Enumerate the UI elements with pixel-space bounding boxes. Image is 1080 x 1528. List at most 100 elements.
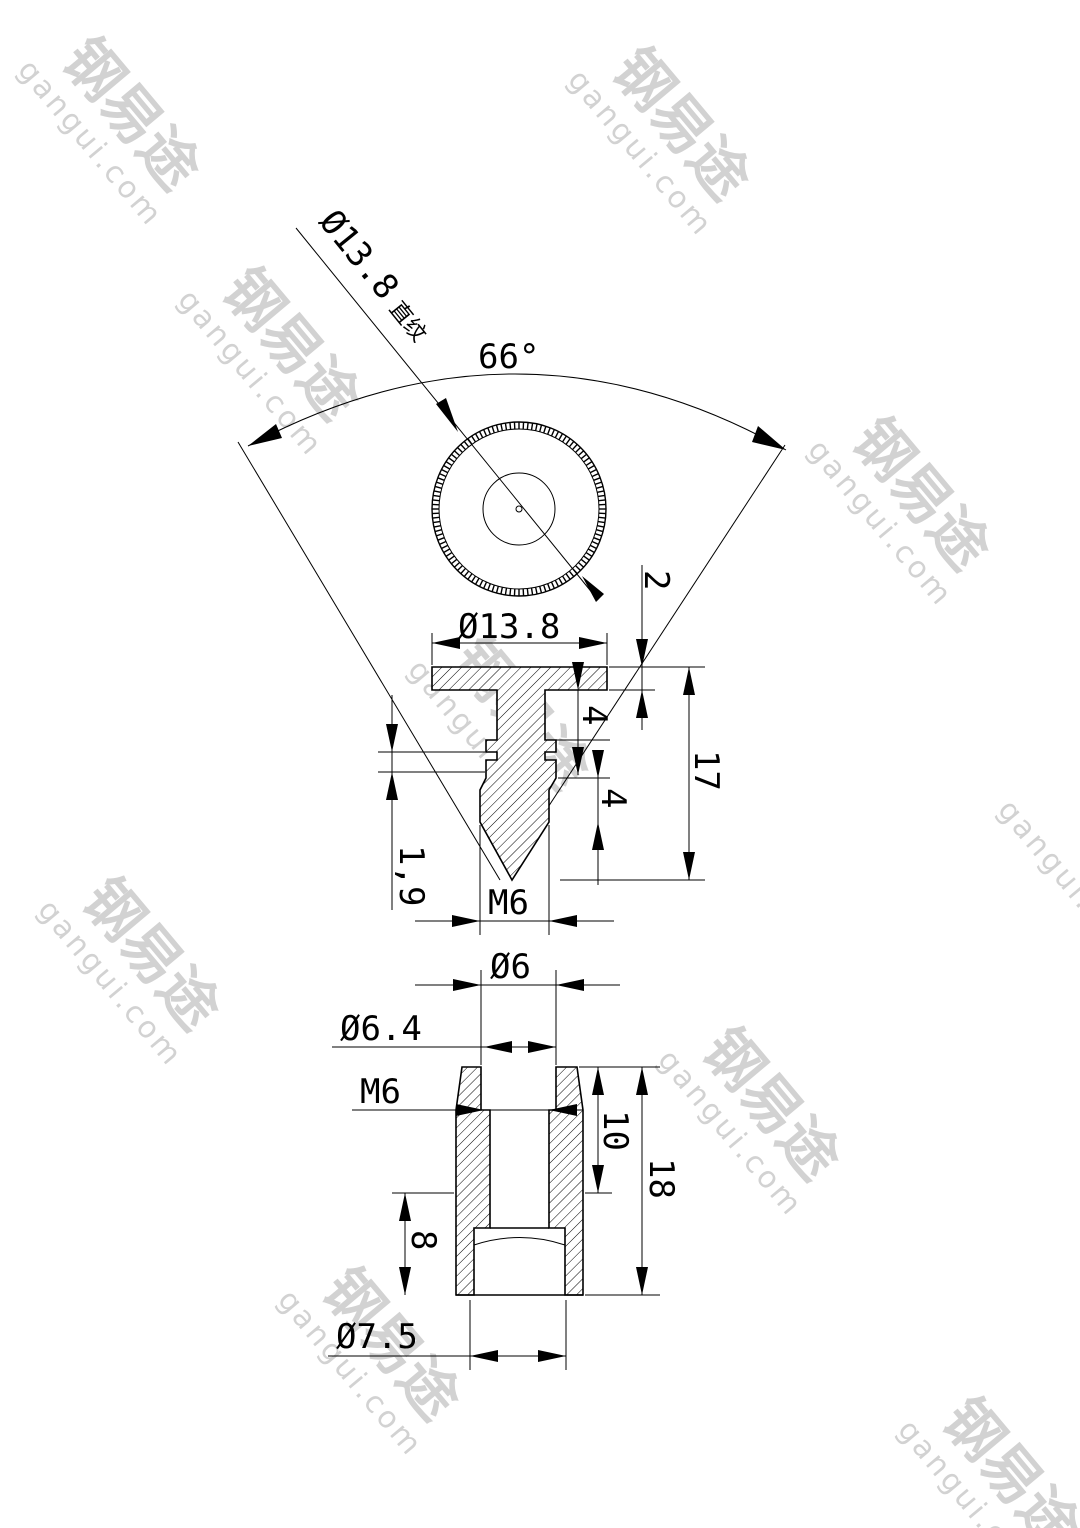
knurl-tooth (474, 433, 480, 441)
arrowhead (386, 724, 398, 752)
knurl-tooth (583, 457, 590, 463)
knurl-tooth (526, 588, 529, 596)
knurl-tooth (587, 464, 595, 470)
counterbore-depth-label: 8 (403, 1230, 443, 1250)
arrowhead (528, 1041, 556, 1053)
knurl-tooth (432, 516, 440, 519)
knurl-tooth (456, 446, 463, 453)
knurl-tooth (491, 426, 495, 434)
knurl-tooth (539, 424, 543, 432)
knurl-tooth (453, 562, 461, 568)
knurl-tooth (554, 431, 560, 439)
knurl-tooth (593, 477, 601, 481)
knurl-tooth (561, 575, 567, 583)
knurl-tooth (565, 438, 571, 445)
angle-label: 66° (478, 337, 539, 377)
arrowhead (636, 1067, 648, 1095)
knurl-tooth (456, 565, 463, 572)
knurl-tooth (561, 435, 567, 443)
bottom-diameter-label: Ø7.5 (336, 1317, 418, 1357)
groove-length-label: 4 (593, 788, 633, 808)
angle-line-right (519, 444, 786, 851)
knurl-tooth (467, 573, 473, 580)
knurl-tooth (580, 453, 588, 460)
knurl-tooth (550, 581, 556, 589)
arrowhead (592, 1067, 604, 1095)
knurl-diameter-label: Ø13.8 (311, 202, 407, 307)
knurl-tooth (504, 587, 508, 596)
arrowhead (456, 1104, 484, 1116)
knurl-tooth (591, 472, 599, 478)
knurl-tooth (433, 524, 441, 528)
knurl-tooth (450, 558, 458, 565)
thread-depth-label: 10 (595, 1110, 635, 1151)
knurl-tooth (495, 586, 499, 594)
knurl-tooth (568, 570, 575, 578)
pin-body (431, 666, 608, 882)
knurl-tooth (575, 446, 582, 453)
knurl-tooth (593, 537, 601, 541)
knurl-tooth (530, 422, 534, 431)
knurl-tooth (487, 583, 491, 591)
arrowhead (538, 1350, 566, 1362)
knurl-tooth (585, 551, 593, 557)
knurl-tooth (597, 524, 605, 528)
knurl-tooth (577, 562, 585, 568)
knurl-tooth (463, 570, 470, 578)
knurl-tooth (463, 440, 470, 448)
knurl-tooth (598, 516, 606, 519)
knurl-tooth (543, 426, 547, 434)
knurl-tooth (478, 431, 484, 439)
arrowhead (549, 915, 577, 927)
knurl-tooth (597, 490, 605, 494)
knurl-inner-circle (438, 428, 600, 590)
knurl-tooth (504, 422, 508, 431)
knurl-tooth (471, 575, 477, 583)
knurl-tooth (594, 533, 602, 537)
knurl-tooth (597, 520, 606, 524)
knurl-tooth (589, 544, 597, 550)
arrowhead (386, 772, 398, 800)
arrowhead (572, 747, 584, 775)
knurl-tooth (558, 577, 564, 585)
knurl-tooth (436, 481, 444, 485)
knurl-tooth (547, 427, 551, 435)
arrowhead (248, 424, 282, 446)
knurl-tooth (594, 481, 602, 485)
knurl-note: 直纹 (384, 297, 431, 347)
knurl-tooth (443, 464, 451, 470)
knurl-tooth (577, 450, 585, 456)
arrowhead (452, 915, 480, 927)
arrowhead (683, 852, 695, 880)
knurl-tooth (434, 485, 442, 489)
knurl-tooth (596, 529, 604, 533)
knurl-tooth (474, 577, 480, 585)
arrowhead (636, 1267, 648, 1295)
head-thickness-label: 2 (636, 570, 676, 590)
knurl-tooth (585, 461, 593, 467)
knurl-tooth (534, 423, 538, 431)
knurl-tooth (596, 485, 604, 489)
knurl-tooth (509, 588, 512, 596)
knurl-tooth (575, 565, 582, 572)
arrowhead (579, 637, 607, 649)
knurl-tooth (482, 581, 488, 589)
knurl-tooth (598, 499, 606, 502)
arrowhead (592, 822, 604, 850)
center-point (515, 505, 523, 513)
socket-view: Ø6 Ø6.4 M6 10 18 8 (328, 947, 681, 1370)
knurl-tooth (450, 453, 458, 460)
pin-view: Ø13.8 2 17 4 4 (378, 565, 726, 935)
knurl-tooth (441, 544, 449, 550)
knurl-tooth (491, 584, 495, 592)
pin-circle (482, 472, 556, 546)
knurl-tooth (526, 422, 529, 430)
arrowhead (556, 979, 584, 991)
arrowhead (432, 637, 460, 649)
knurl-tooth (443, 548, 451, 554)
knurl-tooth (432, 494, 441, 498)
knurl-tooth (453, 450, 461, 456)
arrowhead (484, 1041, 512, 1053)
knurl-tooth (487, 427, 491, 435)
arrowhead (582, 576, 604, 602)
